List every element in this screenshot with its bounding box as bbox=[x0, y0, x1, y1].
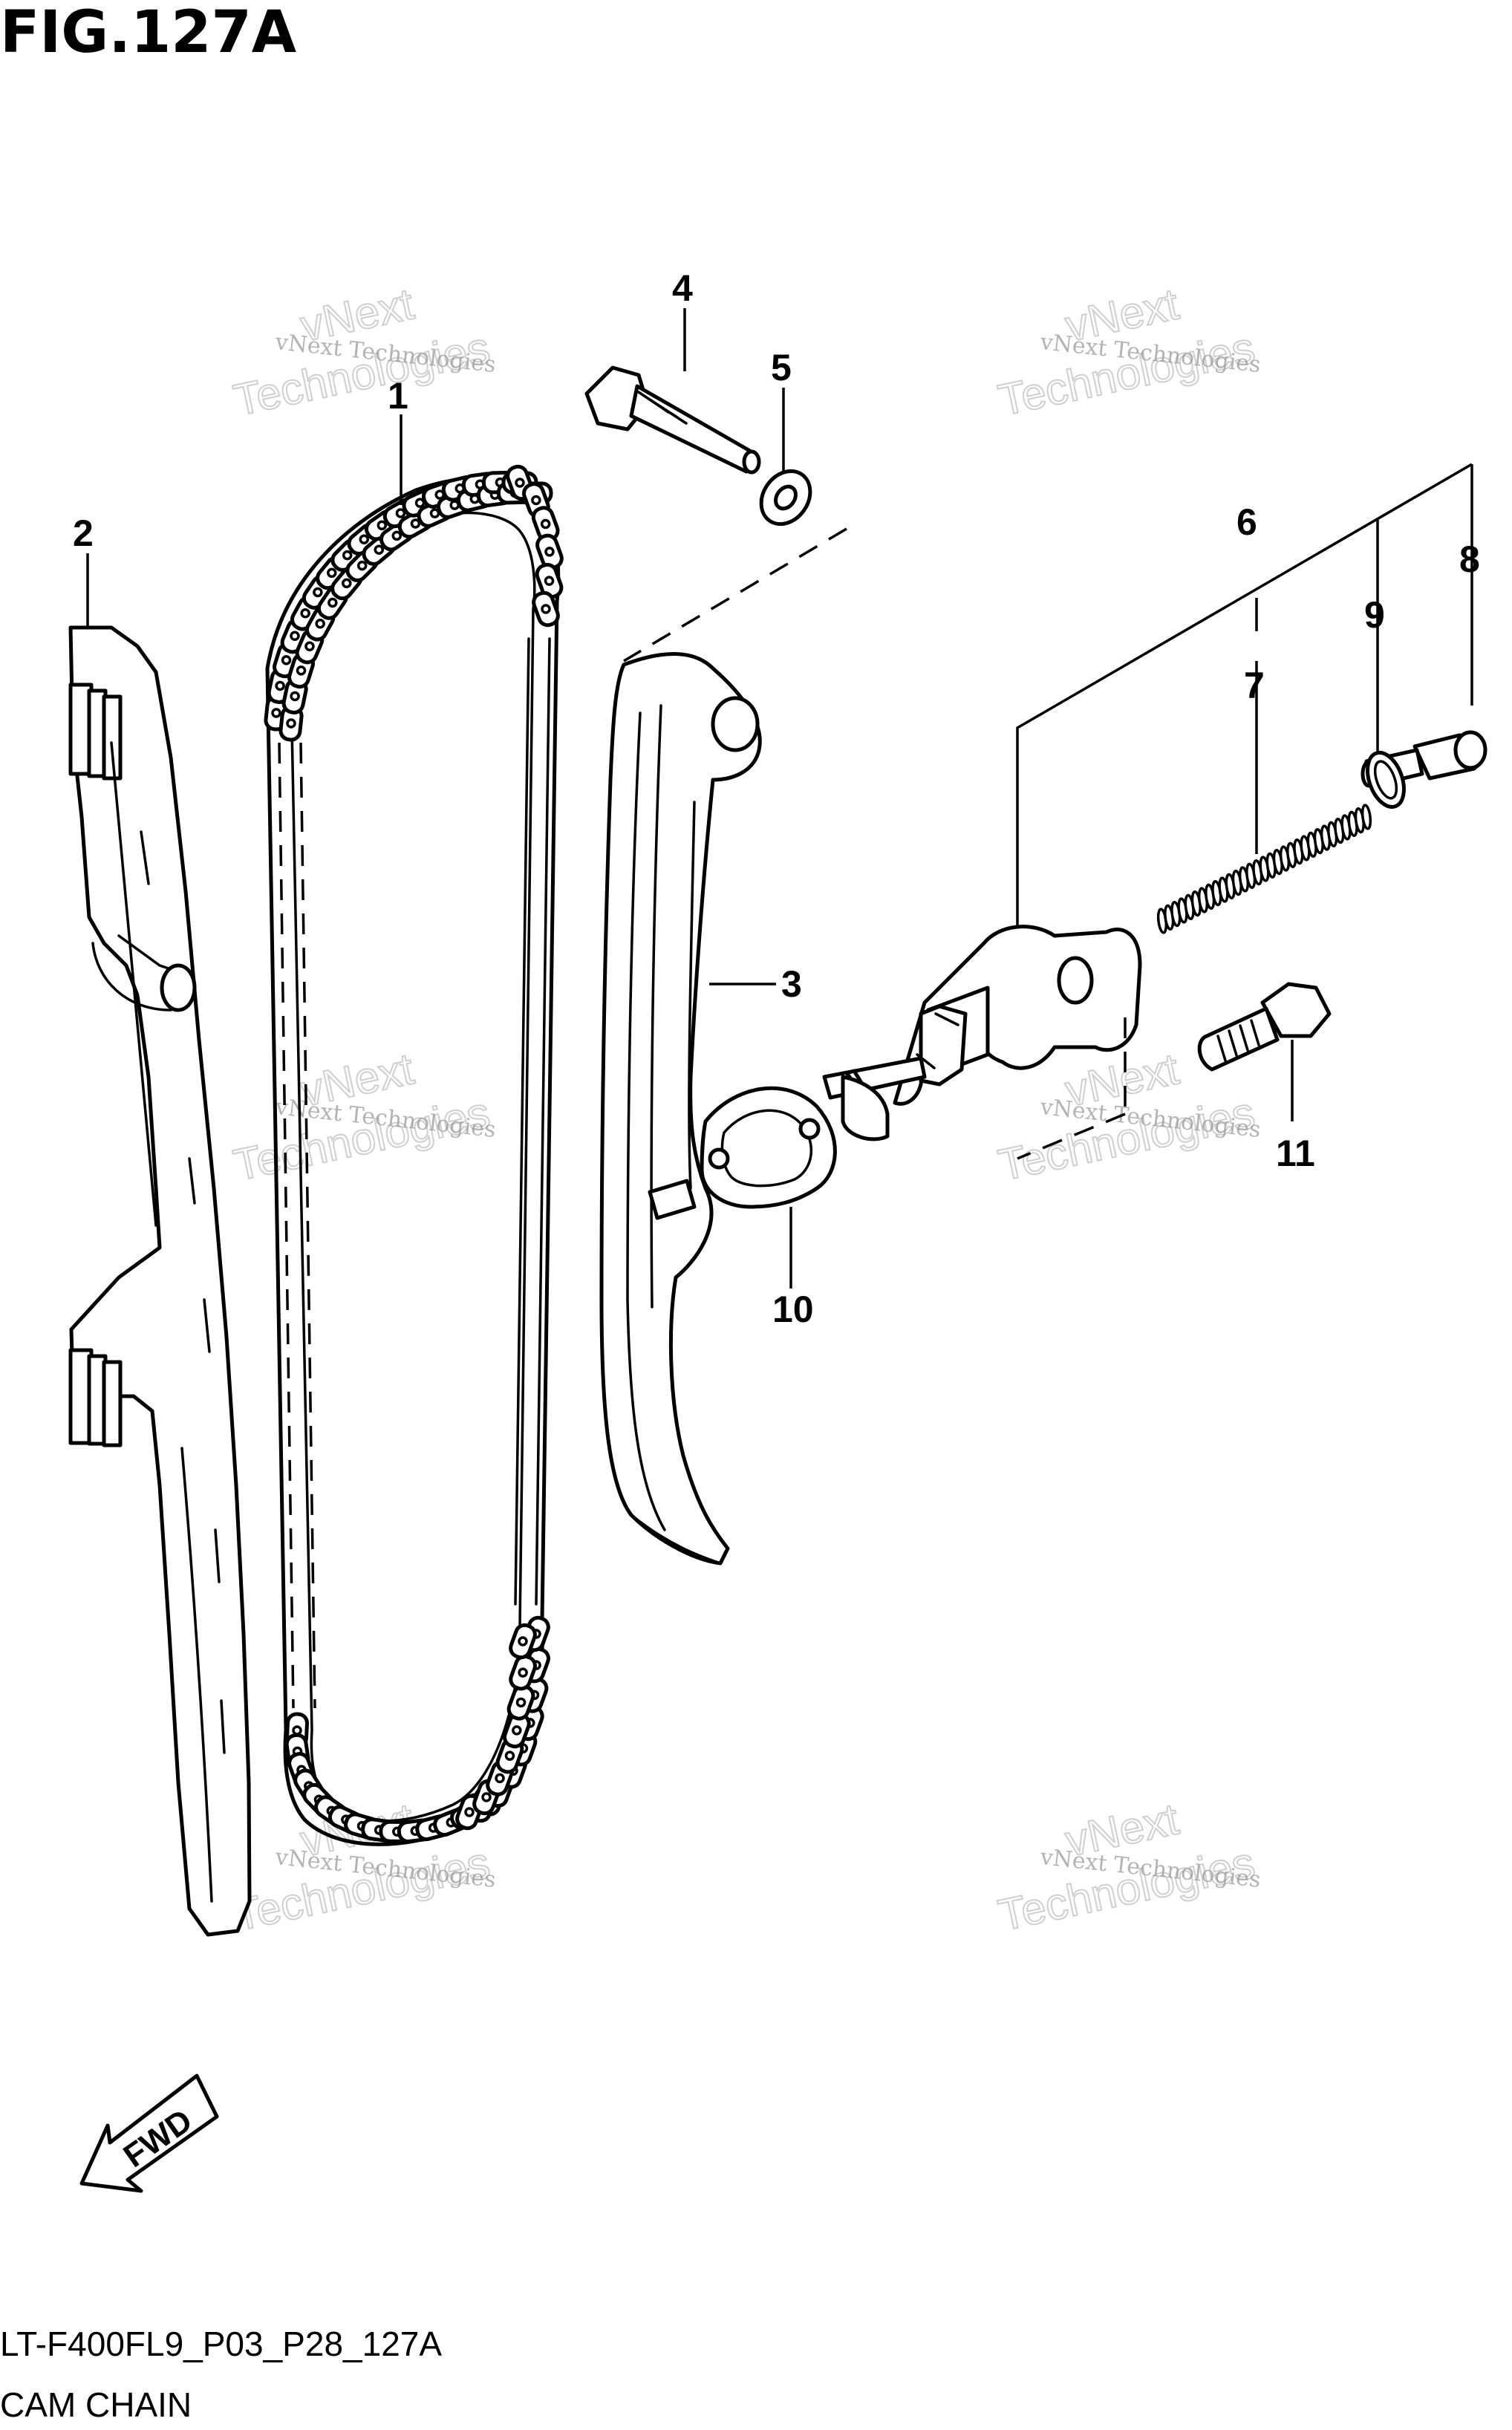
chain-pin bbox=[515, 478, 525, 488]
chain-link bbox=[535, 562, 564, 599]
callout-7: 7 bbox=[1244, 665, 1265, 706]
fwd-arrow: FWD bbox=[79, 2074, 219, 2193]
callout-8: 8 bbox=[1459, 538, 1480, 580]
figure-title: FIG.127A bbox=[0, 0, 296, 66]
chain-pin bbox=[518, 1636, 528, 1646]
part-1-cam-chain bbox=[264, 464, 564, 1846]
chain-pin bbox=[281, 655, 292, 665]
chain-pin bbox=[541, 604, 551, 614]
part-10-gasket bbox=[700, 1086, 837, 1209]
chain-pin bbox=[544, 547, 555, 557]
chain-pin bbox=[328, 597, 338, 608]
chain-pin bbox=[518, 1667, 528, 1678]
chain-pin bbox=[304, 641, 315, 652]
chain-pin bbox=[410, 518, 421, 529]
chain-pin bbox=[395, 508, 406, 518]
chain-pin bbox=[313, 587, 323, 598]
chain-pin bbox=[327, 567, 337, 579]
callout-9: 9 bbox=[1364, 594, 1385, 636]
chain-pin bbox=[391, 530, 403, 541]
part-3-tensioner-arm bbox=[599, 652, 762, 1566]
leader-lines bbox=[86, 308, 1473, 1289]
callout-6: 6 bbox=[1236, 501, 1257, 543]
chain-pin bbox=[275, 680, 285, 691]
chain-pin bbox=[512, 1725, 522, 1736]
chain-pin bbox=[342, 550, 353, 561]
chain-links-top bbox=[264, 464, 564, 742]
part-2-chain-guide bbox=[68, 625, 252, 1937]
chain-pin bbox=[315, 619, 325, 629]
chain-pin bbox=[531, 495, 541, 506]
callout-4: 4 bbox=[672, 267, 693, 309]
callouts: 1 2 3 4 5 6 7 8 9 10 11 bbox=[73, 267, 1480, 1330]
spring-coil bbox=[1361, 804, 1372, 830]
chain-link bbox=[532, 590, 560, 628]
callout-2: 2 bbox=[73, 512, 94, 554]
chain-pin bbox=[356, 560, 368, 571]
part-7-spring bbox=[1156, 804, 1372, 934]
chain-pin bbox=[286, 718, 296, 729]
watermark-mid-left: vNext Technologies vNext Technologies bbox=[229, 1043, 497, 1190]
callout-5: 5 bbox=[771, 347, 792, 388]
chain-pin bbox=[374, 544, 384, 555]
chain-pin bbox=[481, 1792, 492, 1802]
chain-pin bbox=[290, 691, 300, 702]
chain-pin bbox=[300, 608, 310, 619]
chain-pin bbox=[544, 576, 555, 586]
callout-10: 10 bbox=[772, 1289, 814, 1330]
callout-1: 1 bbox=[388, 375, 408, 417]
chain-pin bbox=[504, 1750, 515, 1761]
part-9-o-ring bbox=[1366, 751, 1406, 809]
chain-link bbox=[509, 1623, 537, 1660]
watermark-top-left: vNext Technologies vNext Technologies bbox=[229, 278, 497, 426]
watermark-bottom-right: vNext Technologies vNext Technologies bbox=[994, 1793, 1262, 1941]
chain-pin bbox=[296, 665, 307, 676]
chain-pin bbox=[377, 520, 388, 531]
watermark-top-right: vNext Technologies vNext Technologies bbox=[994, 278, 1262, 426]
chain-link bbox=[509, 1654, 537, 1691]
chain-pin bbox=[495, 1773, 505, 1784]
chain-pin bbox=[342, 578, 352, 589]
part-11-bolt bbox=[1197, 982, 1332, 1072]
chain-pin bbox=[515, 1697, 527, 1708]
chain-pin bbox=[290, 631, 300, 642]
part-4-bolt bbox=[584, 365, 761, 475]
chain-pin bbox=[271, 708, 281, 718]
callout-11: 11 bbox=[1276, 1133, 1315, 1174]
chain-pin bbox=[540, 518, 551, 530]
part-5-washer bbox=[759, 469, 812, 527]
diagram-name: CAM CHAIN bbox=[0, 2385, 192, 2424]
chain-pin bbox=[464, 1807, 475, 1817]
chain-pin bbox=[359, 534, 369, 544]
diagram-code: LT-F400FL9_P03_P28_127A bbox=[0, 2325, 442, 2363]
chain-links-bottom bbox=[284, 1615, 550, 1843]
part-6-tensioner-body bbox=[822, 925, 1142, 1141]
callout-3: 3 bbox=[781, 963, 802, 1005]
